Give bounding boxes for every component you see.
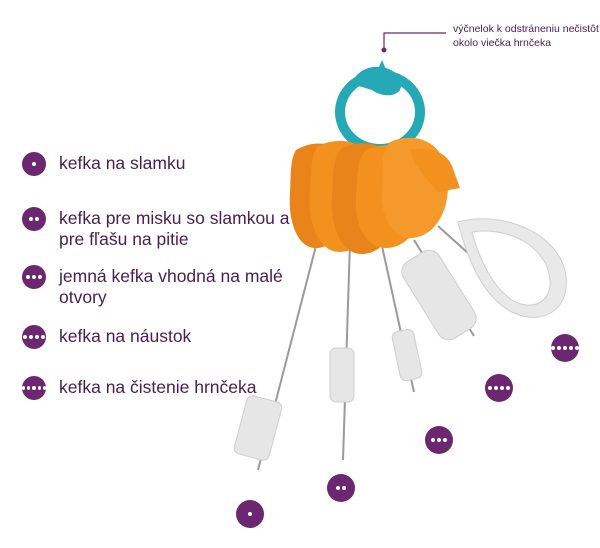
bristle-heads — [233, 218, 567, 461]
brush-marker-icon — [236, 500, 264, 528]
legend-item: kefka pre misku so slamkou a pre fľašu n… — [22, 207, 309, 250]
legend-item: kefka na slamku — [22, 152, 309, 176]
brush-marker-icon — [327, 474, 355, 502]
brush-marker-icon — [551, 334, 579, 362]
orange-handles — [289, 137, 460, 254]
teal-hook-ring — [335, 60, 425, 154]
legend-label: kefka na slamku — [59, 153, 186, 173]
dot-badge-icon — [22, 152, 46, 176]
legend-label: kefka pre misku so slamkou a pre fľašu n… — [59, 208, 290, 249]
legend-item: kefka na čistenie hrnčeka — [22, 376, 309, 400]
callout-anchor-dot — [381, 47, 387, 53]
legend-item: jemná kefka vhodná na malé otvory — [22, 265, 309, 308]
callout-leader-line — [383, 32, 446, 50]
dot-badge-icon — [22, 325, 46, 349]
dot-badge-icon — [22, 376, 47, 400]
legend-label: kefka na čistenie hrnčeka — [59, 377, 257, 397]
callout-label: výčnelok k odstráneniu nečistôt okolo vi… — [453, 23, 599, 49]
legend-item: kefka na náustok — [22, 325, 309, 349]
dot-badge-icon — [22, 265, 46, 289]
legend-label: jemná kefka vhodná na malé otvory — [59, 266, 283, 307]
brush-marker-icon — [425, 426, 453, 454]
dot-badge-icon — [22, 207, 46, 231]
legend-label: kefka na náustok — [59, 326, 192, 346]
brush-marker-icon — [485, 374, 513, 402]
